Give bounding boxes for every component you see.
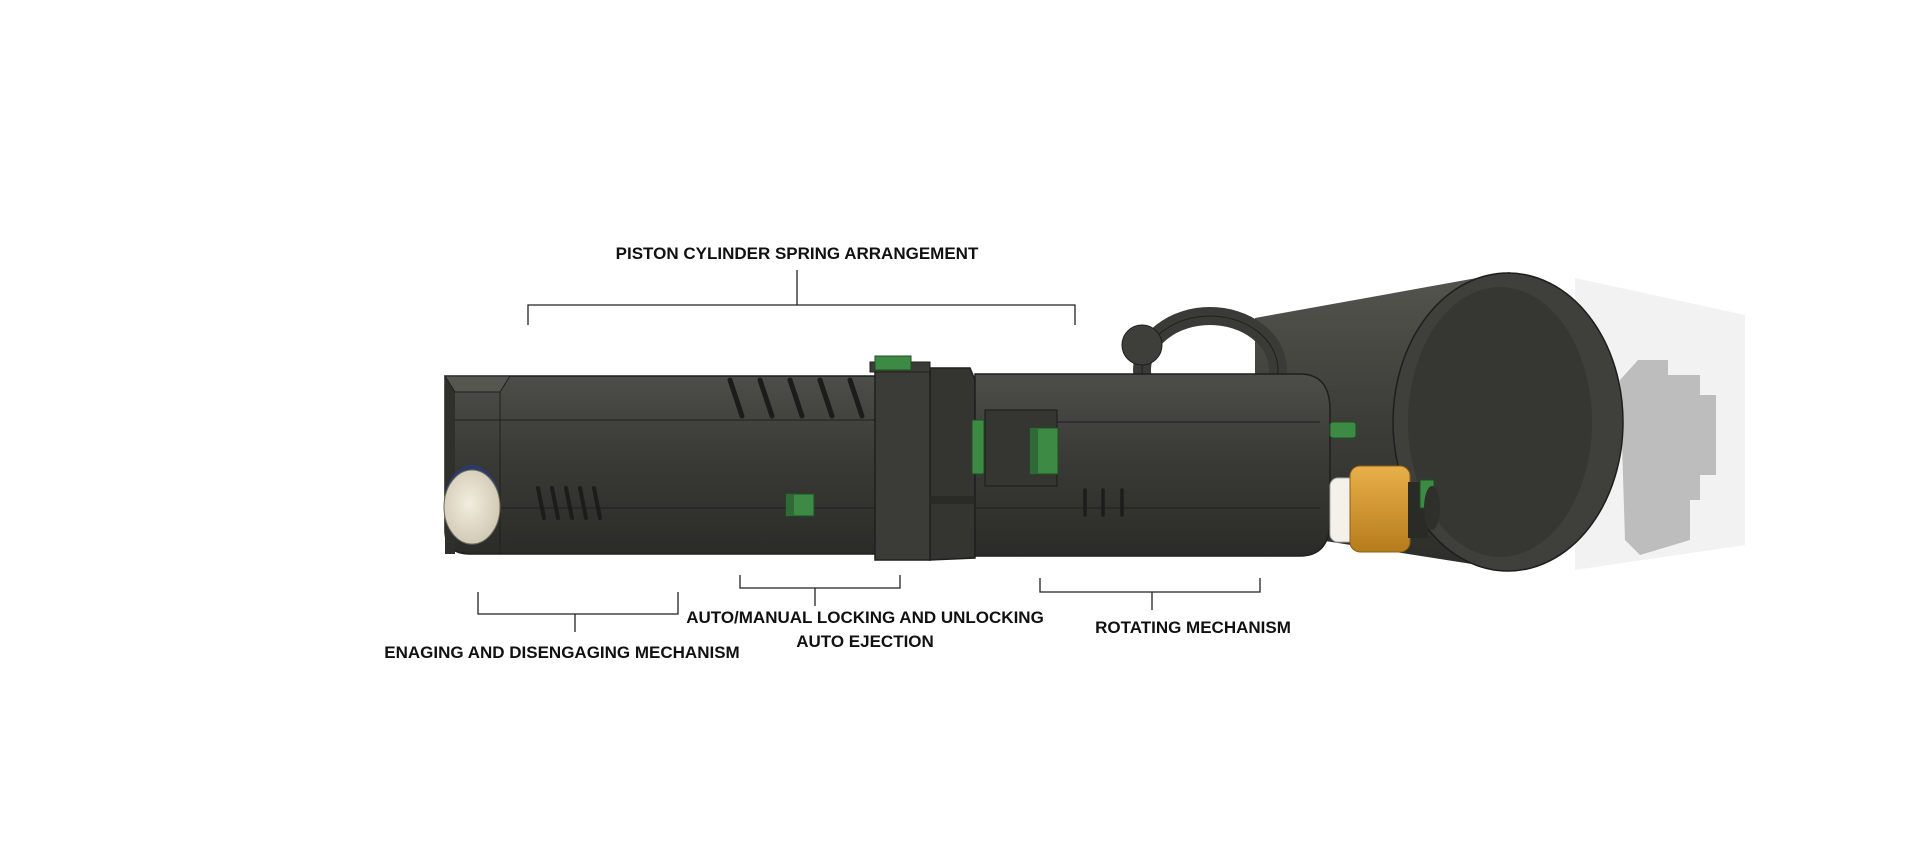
label-auto-locking: AUTO/MANUAL LOCKING AND UNLOCKING AUTO E… (665, 606, 1065, 654)
coupling-collar (869, 355, 976, 561)
piston-bracket (527, 270, 1076, 325)
label-piston-cylinder: PISTON CYLINDER SPRING ARRANGEMENT (615, 244, 979, 263)
label-engaging-mechanism: ENAGING AND DISENGAGING MECHANISM (384, 643, 740, 662)
rotate-bracket (1039, 578, 1261, 610)
label-auto-ejection-line2: AUTO EJECTION (796, 632, 934, 651)
ring-handle (1121, 307, 1287, 433)
engage-bracket (477, 592, 679, 632)
auto-bracket (739, 575, 901, 606)
label-rotating-mechanism: ROTATING MECHANISM (1095, 618, 1291, 637)
front-cylinder (971, 373, 1331, 557)
label-auto-locking-line1: AUTO/MANUAL LOCKING AND UNLOCKING (686, 608, 1044, 627)
ghost-end-part (1575, 278, 1745, 570)
end-cap-button (443, 465, 501, 545)
drive-shaft (1329, 421, 1440, 553)
main-cylinder (444, 375, 930, 555)
